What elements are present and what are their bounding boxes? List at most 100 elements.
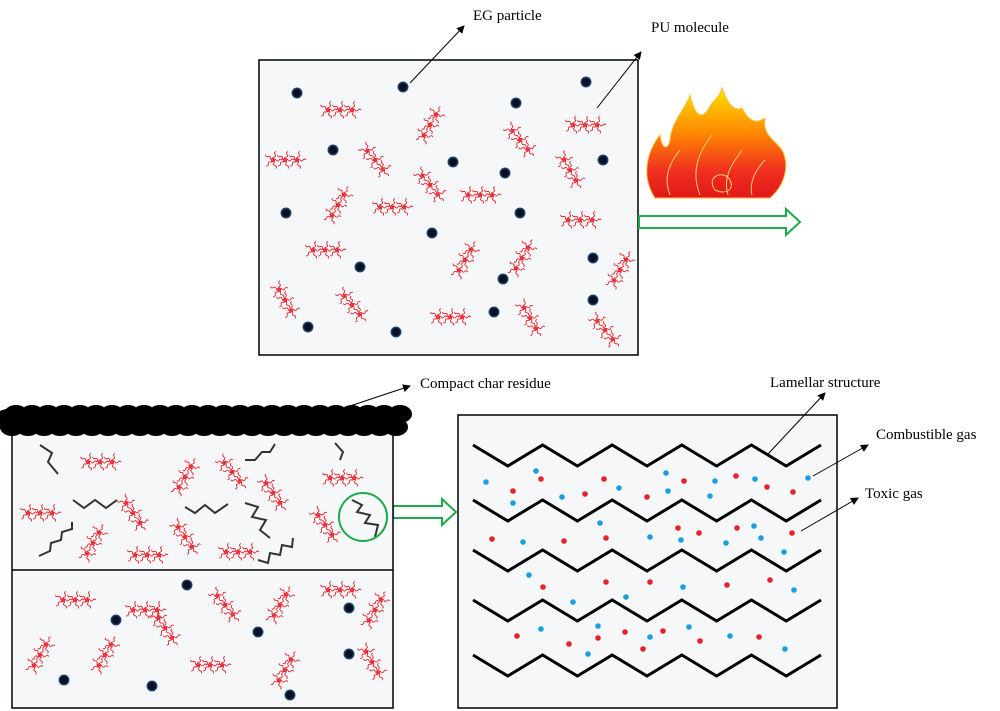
combustible-gas-molecule <box>663 470 669 476</box>
toxic-gas-molecule <box>660 628 666 634</box>
magnify-circle <box>338 492 388 542</box>
lamellar-layer <box>472 443 822 468</box>
combustible-gas-molecule <box>707 493 713 499</box>
eg-particle-pointer <box>409 25 465 84</box>
eg-particle <box>587 252 599 264</box>
lamellar-layer <box>472 653 822 678</box>
toxic-gas-molecule <box>675 525 681 531</box>
eg-particle <box>514 207 526 219</box>
graphite-sheet <box>39 444 59 475</box>
toxic-gas-molecule <box>510 488 516 494</box>
combustible-gas-label: Combustible gas <box>876 427 977 443</box>
graphite-sheet <box>257 537 294 565</box>
eg-particle <box>510 97 522 109</box>
combustible-gas-molecule <box>520 539 526 545</box>
toxic-gas-molecule <box>538 476 544 482</box>
toxic-gas-molecule <box>647 579 653 585</box>
eg-particle <box>488 306 500 318</box>
combustible-gas-molecule <box>510 500 516 506</box>
char-residue-label: Compact char residue <box>420 376 551 392</box>
toxic-gas-molecule <box>622 629 628 635</box>
toxic-gas-molecule <box>734 525 740 531</box>
toxic-gas-molecule <box>681 478 687 484</box>
combustible-gas-molecule <box>665 488 671 494</box>
transition-arrow-top <box>638 206 802 238</box>
combustible-gas-molecule <box>647 534 653 540</box>
combustible-gas-molecule <box>686 624 692 630</box>
graphite-sheet <box>244 502 271 539</box>
lamellar-pointer <box>767 392 826 455</box>
toxic-gas-molecule <box>640 646 646 652</box>
graphite-sheet <box>351 499 380 538</box>
eg-particle <box>397 81 409 93</box>
burned-composite-panel <box>11 409 394 709</box>
transition-arrow-bottom <box>392 496 458 528</box>
lamellar-layer <box>472 598 822 623</box>
combustible-gas-molecule <box>585 651 591 657</box>
graphite-sheet <box>245 443 276 461</box>
eg-particle <box>447 156 459 168</box>
eg-particle <box>110 614 122 626</box>
graphite-sheet <box>334 442 345 461</box>
toxic-gas-molecule <box>767 577 773 583</box>
combustible-gas-molecule <box>678 537 684 543</box>
eg-particle <box>146 680 158 692</box>
eg-particle <box>343 648 355 660</box>
graphite-sheet <box>38 522 73 557</box>
combustible-gas-molecule <box>647 634 653 640</box>
eg-particle-label: EG particle <box>473 8 542 24</box>
toxic-gas-molecule <box>561 538 567 544</box>
combustible-gas-molecule <box>791 587 797 593</box>
pu-molecule-label: PU molecule <box>651 20 729 36</box>
combustible-gas-molecule <box>805 475 811 481</box>
combustible-gas-molecule <box>526 572 532 578</box>
toxic-gas-molecule <box>756 634 762 640</box>
combustible-gas-molecule <box>723 540 729 546</box>
combustible-gas-molecule <box>616 485 622 491</box>
eg-particle <box>499 167 511 179</box>
toxic-gas-molecule <box>603 579 609 585</box>
combustible-gas-molecule <box>727 633 733 639</box>
eg-particle <box>587 294 599 306</box>
toxic-gas-molecule <box>595 635 601 641</box>
combustible-gas-molecule <box>483 479 489 485</box>
toxic-gas-molecule <box>790 489 796 495</box>
combustible-gas-pointer <box>812 444 869 477</box>
combustible-gas-molecule <box>538 626 544 632</box>
compact-char-layer <box>0 405 412 436</box>
eg-particle <box>302 321 314 333</box>
eg-particle <box>580 76 592 88</box>
combustible-gas-molecule <box>570 599 576 605</box>
eg-particle <box>390 326 402 338</box>
eg-particle <box>252 626 264 638</box>
combustible-gas-molecule <box>559 494 565 500</box>
toxic-gas-molecule <box>697 638 703 644</box>
graphite-sheet <box>184 503 229 515</box>
flame-icon <box>646 86 787 199</box>
combustible-gas-molecule <box>533 468 539 474</box>
toxic-gas-molecule <box>582 491 588 497</box>
toxic-gas-molecule <box>489 536 495 542</box>
pu-composite-panel <box>258 59 639 356</box>
eg-particle <box>181 579 193 591</box>
combustible-gas-molecule <box>712 478 718 484</box>
lamellar-panel <box>457 414 838 709</box>
lamellar-layer <box>472 548 822 573</box>
eg-particle <box>280 207 292 219</box>
combustible-gas-molecule <box>752 476 758 482</box>
eg-particle <box>327 144 339 156</box>
toxic-gas-label: Toxic gas <box>865 486 923 502</box>
toxic-gas-molecule <box>540 584 546 590</box>
char-cloud <box>384 418 408 436</box>
eg-particle <box>291 87 303 99</box>
toxic-gas-molecule <box>601 476 607 482</box>
eg-particle <box>284 689 296 701</box>
eg-particle <box>426 227 438 239</box>
combustible-gas-molecule <box>751 523 757 529</box>
toxic-gas-molecule <box>514 633 520 639</box>
eg-particle <box>343 602 355 614</box>
combustible-gas-molecule <box>595 623 601 629</box>
toxic-gas-molecule <box>724 582 730 588</box>
